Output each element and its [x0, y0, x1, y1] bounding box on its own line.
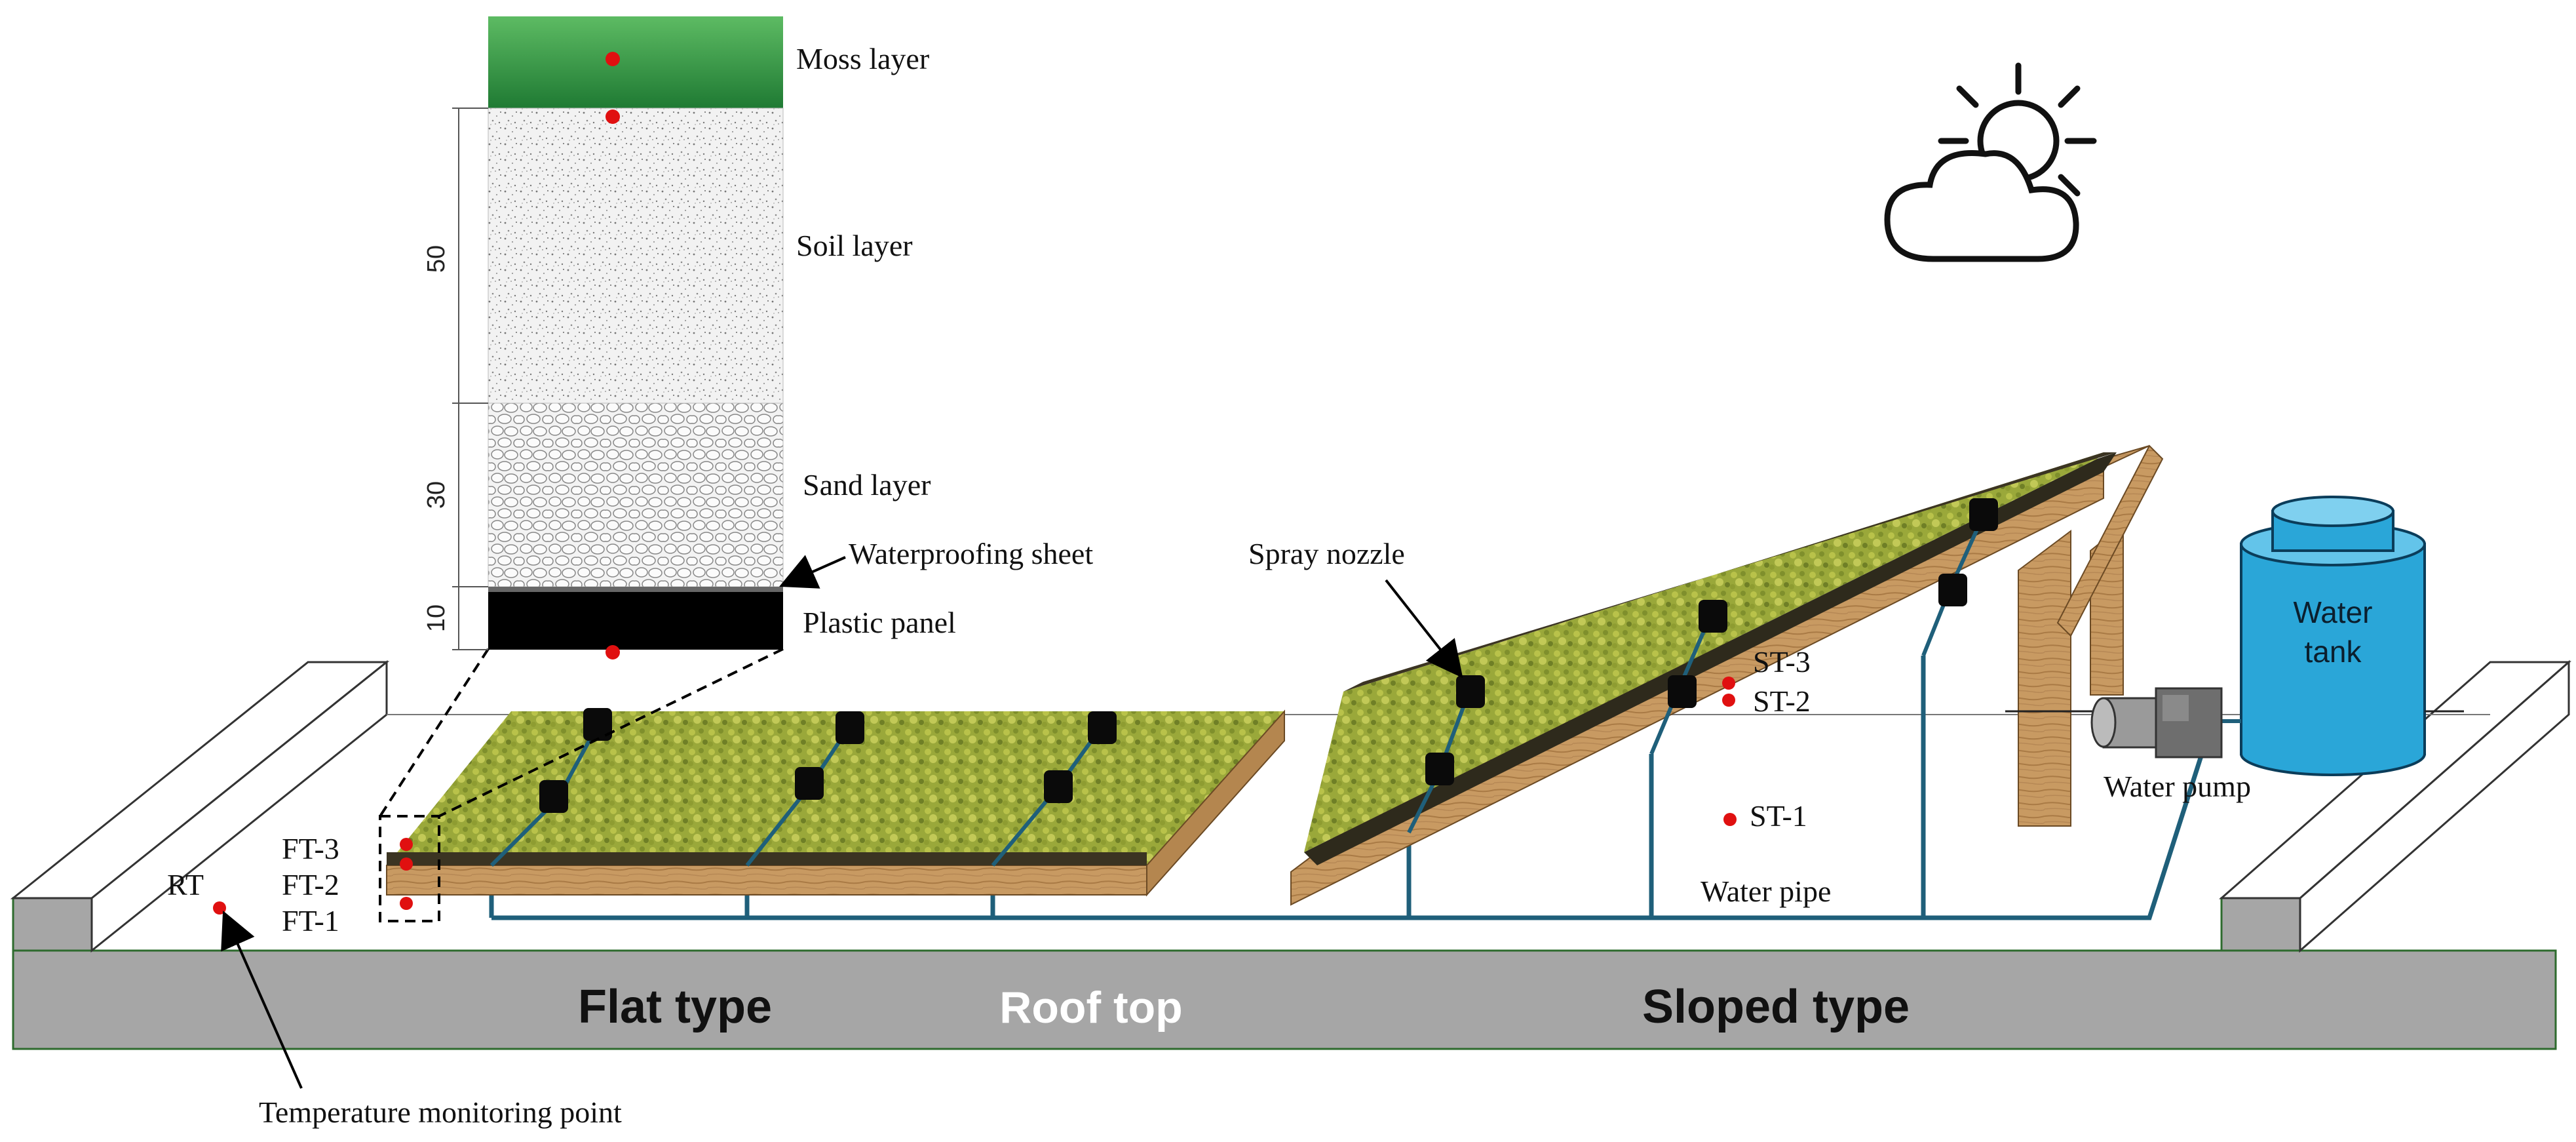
spray-nozzle-f6 [1044, 770, 1073, 803]
sensor-ft3 [400, 838, 413, 851]
sand-thickness: 30 [423, 481, 450, 509]
spray-nozzle-label: Spray nozzle [1248, 537, 1405, 570]
roof-top-label: Roof top [999, 983, 1182, 1033]
spray-nozzle-s3 [1699, 600, 1727, 633]
plastic-panel [488, 592, 783, 650]
spray-nozzle-f3 [836, 711, 864, 744]
layer-profile: 50 30 10 [423, 16, 784, 660]
sensor-rt [213, 901, 226, 915]
sun-behind-cloud-icon [1884, 62, 2097, 262]
ft2-label: FT-2 [282, 868, 339, 901]
sensor-soil-top [606, 109, 620, 124]
moss-layer [488, 16, 783, 108]
sensor-st3 [1722, 677, 1735, 690]
spray-nozzle-f2 [539, 780, 568, 813]
moss-layer-label: Moss layer [796, 42, 929, 75]
water-pump [2090, 687, 2223, 758]
water-tank: Water tank [2240, 496, 2426, 776]
water-pump-label: Water pump [2104, 770, 2251, 803]
ft1-label: FT-1 [282, 904, 339, 937]
sensor-moss [606, 52, 620, 66]
sensor-st1 [1723, 813, 1737, 826]
st3-label: ST-3 [1753, 645, 1811, 679]
sand-layer-label: Sand layer [803, 468, 931, 502]
spray-nozzle-s5 [1969, 498, 1998, 531]
st2-label: ST-2 [1753, 684, 1811, 718]
monitoring-point-label: Temperature monitoring point [259, 1095, 622, 1129]
soil-thickness: 50 [423, 245, 450, 273]
flat-type-label: Flat type [578, 981, 772, 1033]
sensor-panel-bottom [606, 645, 620, 660]
flat-detail-callout [379, 648, 784, 922]
soil-layer-label: Soil layer [796, 229, 913, 262]
water-tank-label-line2: tank [2305, 635, 2362, 669]
sensor-st2 [1722, 694, 1735, 707]
plastic-thickness: 10 [423, 604, 450, 632]
spray-nozzle-s4 [1668, 675, 1697, 708]
water-pipe-network [489, 656, 2204, 920]
plastic-panel-label: Plastic panel [803, 606, 956, 639]
flat-green-roof [386, 708, 1285, 897]
spray-nozzle-s6 [1938, 574, 1967, 606]
rt-label: RT [167, 868, 204, 901]
roof-base [10, 660, 2571, 1050]
sloped-green-roof [1290, 444, 2164, 906]
sensor-ft1 [400, 897, 413, 910]
spray-nozzle-f1 [583, 708, 612, 741]
st1-label: ST-1 [1750, 799, 1807, 833]
waterproofing-sheet [488, 587, 783, 592]
spray-nozzle-f5 [1088, 711, 1117, 744]
water-tank-label-line1: Water [2294, 595, 2373, 629]
sloped-type-label: Sloped type [1642, 981, 1910, 1033]
spray-nozzle-s1 [1456, 675, 1485, 708]
soil-layer [488, 108, 784, 404]
spray-nozzle-f4 [795, 767, 824, 800]
sensor-ft2 [400, 857, 413, 871]
waterproofing-sheet-label: Waterproofing sheet [849, 537, 1093, 570]
sand-layer [488, 403, 784, 587]
water-pipe-label: Water pipe [1701, 875, 1831, 908]
ft3-label: FT-3 [282, 832, 339, 865]
spray-nozzle-s2 [1425, 753, 1454, 785]
